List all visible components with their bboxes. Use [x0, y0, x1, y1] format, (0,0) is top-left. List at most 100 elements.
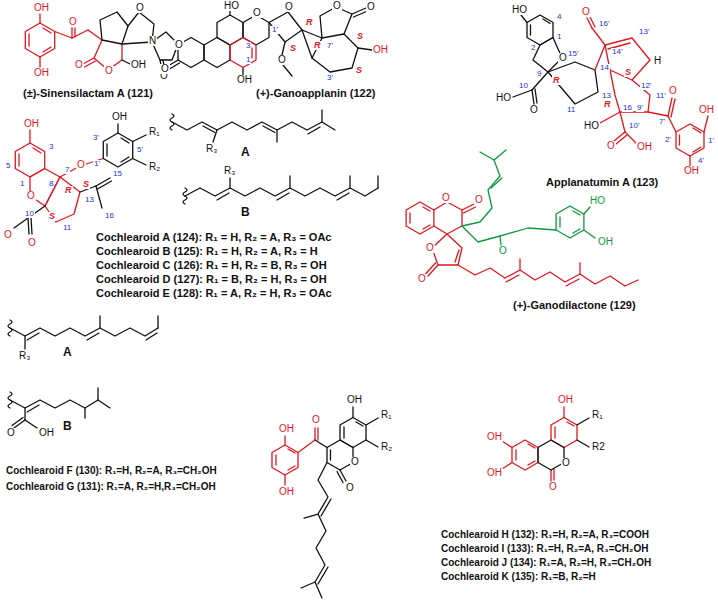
locant-number: 11 — [566, 106, 576, 114]
locant-number: 5 — [5, 162, 11, 170]
locant-number: 9 — [536, 70, 542, 78]
locant-number: 15 — [112, 170, 123, 178]
cochlearoid-h-red-rings — [502, 407, 577, 481]
atom-label: O — [561, 458, 571, 468]
atom-label: O — [548, 482, 558, 492]
atom-label: O — [74, 60, 84, 70]
atom-label: OH — [597, 237, 614, 247]
locant-number: 8 — [48, 180, 54, 188]
stereo-descriptor: S — [356, 32, 364, 41]
compound-name: Cochlearoid C (126): R₁ = H, R₂ = B, R₃ … — [95, 260, 328, 271]
atom-label: OH — [486, 468, 503, 478]
atom-label: O — [417, 274, 427, 284]
atom-label: R₂ — [380, 442, 393, 452]
atom-label: H — [653, 56, 662, 66]
stereo-descriptor: R — [305, 18, 314, 27]
atom-label: OH — [557, 395, 574, 405]
atom-label: R₃ — [205, 144, 218, 154]
chain-a-bottom — [8, 316, 158, 349]
locant-number: 4 — [556, 13, 562, 21]
compound-name: Cochlearoid G (131): R₁=A, R₂=H,R₃=CH₂OH — [5, 482, 217, 492]
stereo-descriptor: S — [82, 180, 90, 189]
atom-label: OH — [636, 142, 653, 152]
stereo-descriptor: S — [355, 66, 363, 75]
atom-label: O — [581, 7, 591, 17]
locant-number: 3 — [48, 143, 54, 151]
group-letter: A — [62, 346, 73, 358]
atom-label: OH — [33, 68, 50, 78]
stereo-descriptor: R — [603, 100, 612, 109]
atom-label: O — [160, 64, 170, 74]
locant-number: 2' — [664, 136, 672, 144]
locant-number: 7' — [658, 118, 666, 126]
locant-number: 1' — [707, 137, 715, 145]
sinensilactam-red-part — [25, 14, 122, 70]
applanatumin-red-part — [587, 17, 708, 166]
locant-number: 14' — [611, 48, 623, 56]
stereo-descriptor: R — [64, 186, 73, 195]
atom-label: HO — [511, 5, 528, 15]
locant-number: 1 — [245, 56, 251, 64]
compound-name: Cochlearoid F (130): R₁=H, R₂=A, R₃=CH₂O… — [5, 466, 218, 476]
atom-label: O — [441, 193, 451, 203]
atom-label: O — [345, 483, 355, 493]
atom-label: O — [425, 243, 435, 253]
locant-number: 13 — [601, 92, 612, 100]
cochlearoid-h-black-part — [538, 418, 589, 470]
atom-label: OH — [236, 75, 253, 85]
atom-label: OH — [130, 60, 147, 70]
ganoapplanin-black-part — [168, 7, 372, 76]
chain-a — [170, 110, 335, 142]
ganodilactone-green-part — [462, 150, 595, 245]
atom-label: O — [332, 1, 342, 11]
atom-label: O — [668, 86, 678, 96]
cochlearoid-f-black-part — [301, 407, 378, 598]
locant-number: 16 — [104, 212, 115, 220]
atom-label: R₁ — [148, 127, 161, 137]
applanatumin-black-part — [513, 15, 598, 104]
compound-name: (+)-Ganodilactone (129) — [512, 300, 637, 311]
atom-label: O — [174, 40, 184, 50]
atom-label: OH — [33, 3, 50, 13]
locant-number: 3' — [326, 74, 334, 82]
locant-number: 14 — [599, 64, 610, 72]
locant-number: 10' — [628, 122, 640, 130]
atom-label: O — [350, 457, 360, 467]
compound-name: Cochlearoid H (132): R₁=H, R₂=A, R₃=COOH — [440, 530, 650, 540]
atom-label: HO — [589, 196, 606, 206]
atom-label: R₃ — [223, 166, 236, 176]
atom-label: O — [76, 160, 86, 170]
locant-number: 11 — [62, 224, 72, 232]
group-letter: B — [62, 420, 73, 432]
atom-label: O — [6, 428, 16, 438]
locant-number: 13' — [638, 28, 650, 36]
atom-label: OH — [346, 395, 363, 405]
locant-number: 7' — [326, 42, 334, 50]
locant-number: 1' — [93, 160, 101, 168]
locant-number: 16' — [598, 20, 610, 28]
atom-label: O — [3, 230, 13, 240]
stereo-descriptor: S — [624, 68, 632, 77]
compound-name: Cochlearoid E (128): R₁ = A, R₂ = H, R₃ … — [95, 288, 333, 299]
atom-label: OH — [278, 487, 295, 497]
atom-label: OH — [698, 105, 715, 115]
atom-label: O — [27, 238, 37, 248]
ganoapplanin-red-ring — [230, 38, 256, 68]
atom-label: O — [474, 195, 484, 205]
locant-number: 3 — [245, 42, 251, 50]
cochlearoid-black-part — [14, 124, 146, 234]
locant-number: 5' — [136, 146, 144, 154]
stereo-descriptor: R — [313, 41, 322, 50]
compound-name: Cochlearoid D (127): R₁ = B, R₂ = H, R₃ … — [95, 274, 328, 285]
stereo-descriptor: R — [552, 76, 561, 85]
locant-number: 1 — [19, 180, 25, 188]
atom-label: HO — [495, 93, 512, 103]
atom-label: O — [135, 3, 145, 13]
atom-label: O — [498, 246, 508, 256]
atom-label: OH — [23, 119, 40, 129]
sinensilactam-black-part — [100, 12, 178, 70]
atom-label: O — [529, 105, 539, 115]
chain-b — [183, 176, 378, 204]
locant-number: 10 — [518, 82, 529, 90]
